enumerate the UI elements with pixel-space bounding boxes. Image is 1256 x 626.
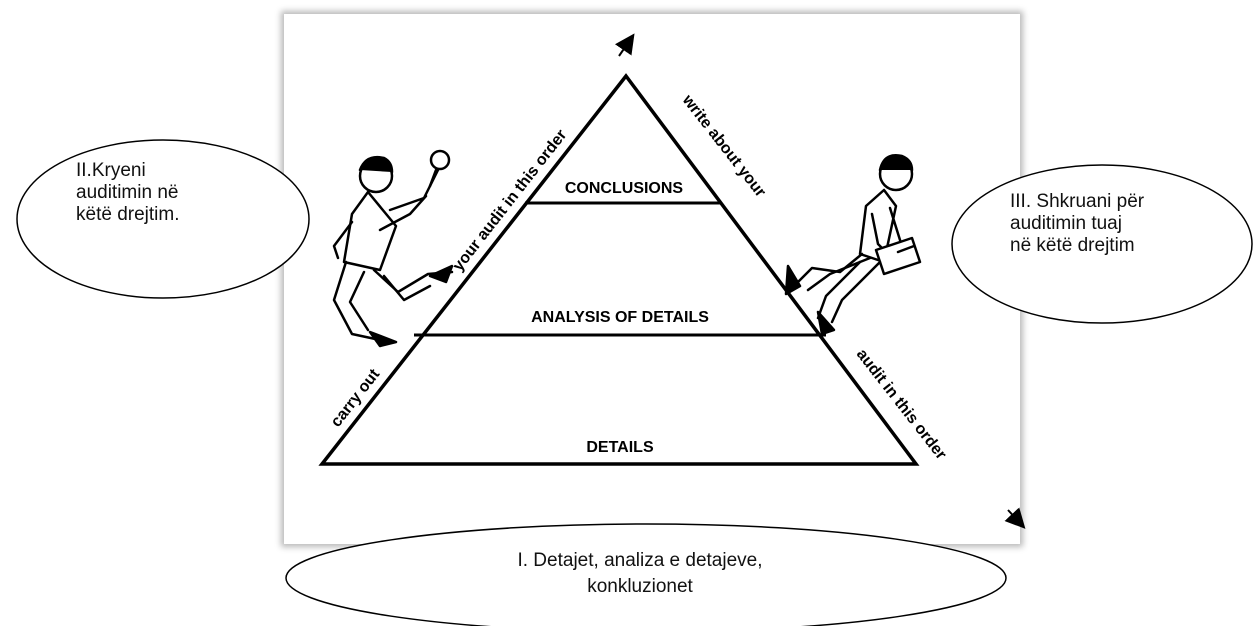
left-bubble-line-1: II.Kryeni bbox=[76, 160, 146, 181]
left-bubble-text: II.Kryeni auditimin në këtë drejtim. bbox=[76, 160, 256, 226]
pyramid-outline bbox=[318, 73, 920, 466]
up-arrow-icon bbox=[614, 33, 635, 57]
auditor-writing-figure bbox=[784, 154, 922, 336]
level-details-label: DETAILS bbox=[586, 439, 654, 456]
left-bubble-line-2: auditimin në bbox=[76, 182, 179, 203]
right-bubble-line-2: auditimin tuaj bbox=[1010, 213, 1122, 234]
level-conclusions-label: CONCLUSIONS bbox=[565, 180, 684, 197]
right-bubble-text: III. Shkruani për auditimin tuaj në këtë… bbox=[1010, 191, 1206, 257]
auditor-with-magnifier-figure bbox=[332, 149, 454, 348]
right-bubble-line-1: III. Shkruani për bbox=[1010, 191, 1145, 212]
right-bubble-line-3: në këtë drejtim bbox=[1010, 235, 1135, 256]
left-bubble-line-3: këtë drejtim. bbox=[76, 204, 180, 225]
bottom-bubble-shape bbox=[285, 523, 1007, 626]
bottom-bubble-line-1: I. Detajet, analiza e detajeve, bbox=[517, 550, 763, 571]
bottom-bubble-text: I. Detajet, analiza e detajeve, konkluzi… bbox=[380, 548, 900, 600]
level-analysis-label: ANALYSIS OF DETAILS bbox=[531, 309, 709, 326]
left-bubble-shape bbox=[16, 139, 310, 299]
right-bubble-shape bbox=[951, 164, 1253, 324]
bottom-bubble-line-2: konkluzionet bbox=[587, 576, 693, 597]
down-arrow-icon bbox=[1004, 507, 1026, 529]
